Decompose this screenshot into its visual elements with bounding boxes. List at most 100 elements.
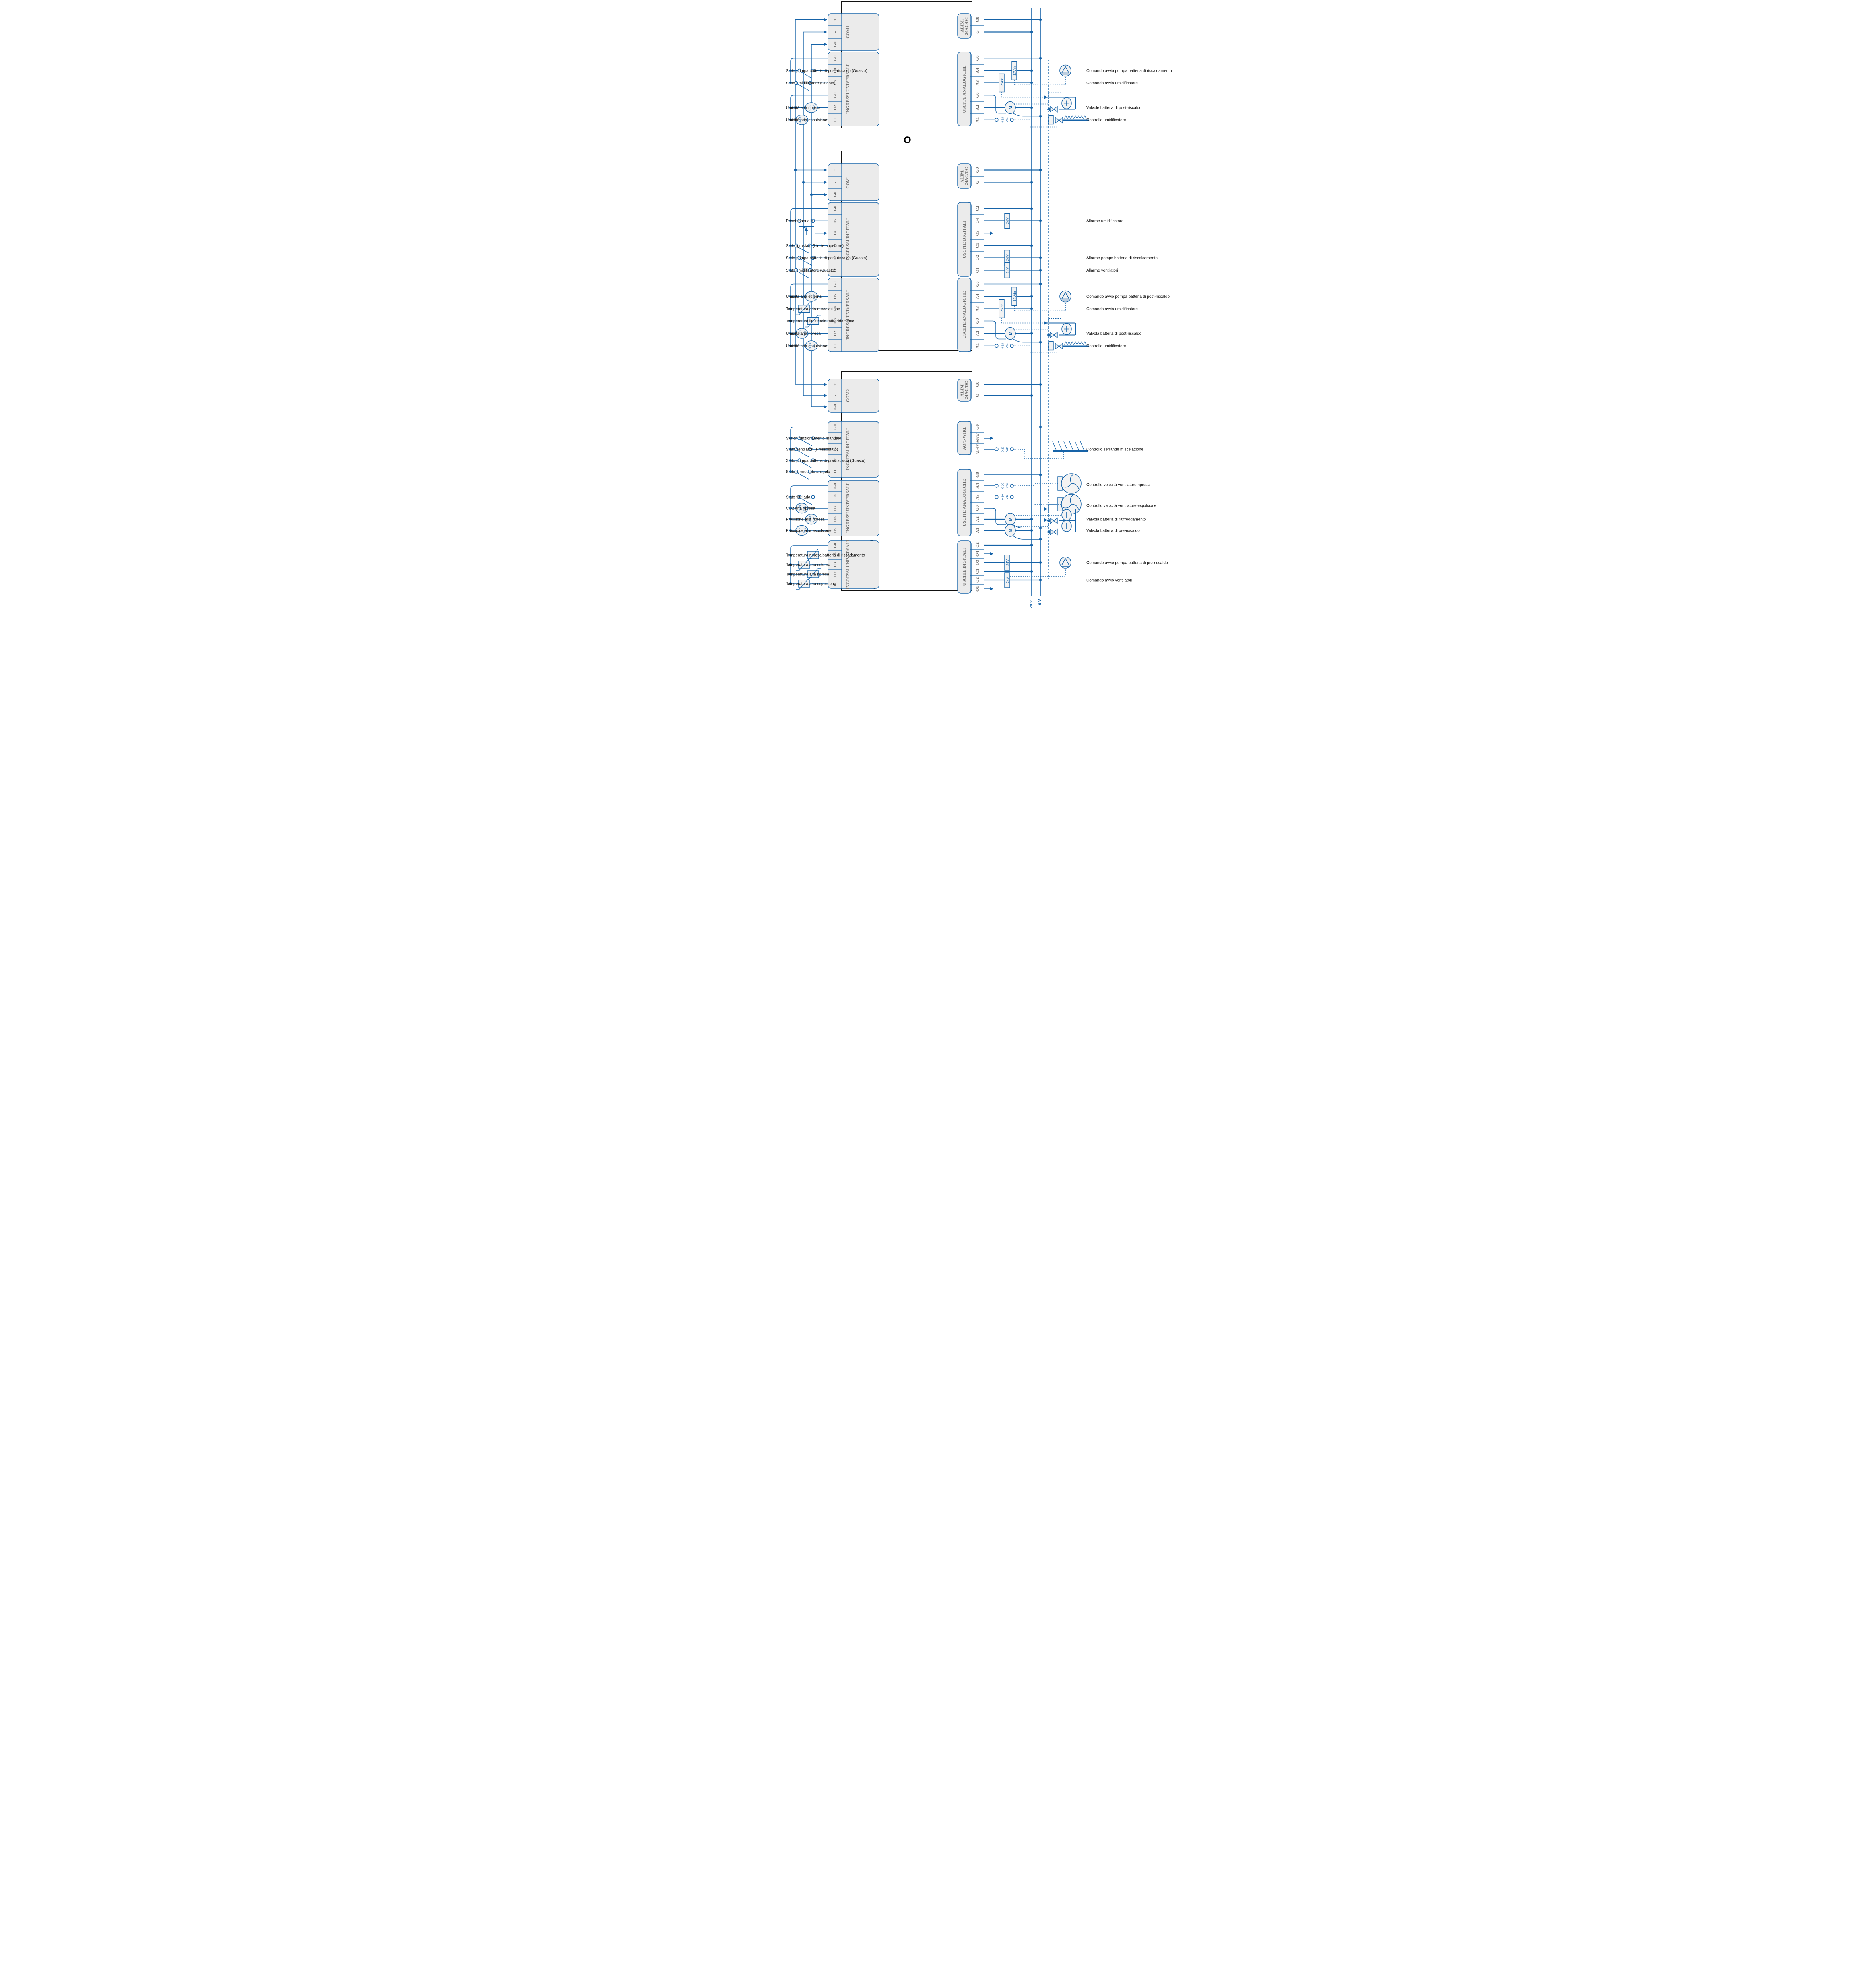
g0-bracket (790, 208, 828, 270)
wire (1013, 449, 1064, 459)
terminal-A3: A3 (975, 80, 980, 85)
group-label: ALIM.24AC/DC (960, 381, 969, 399)
terminal-U6: U6 (833, 516, 838, 522)
terminal-O1: O1 (975, 586, 980, 592)
terminal-A4: A4 (975, 483, 980, 489)
junction-dot (1030, 181, 1033, 184)
junction-dot (1039, 283, 1042, 285)
steam-zigzag-icon (1063, 115, 1087, 119)
terminal-G0: G0 (975, 505, 980, 511)
analog-out-terminal (994, 447, 999, 451)
g0-bracket (790, 58, 828, 83)
switch-contact (797, 495, 801, 499)
junction-dot (1039, 256, 1042, 259)
terminal-I3: I3 (833, 447, 838, 451)
g0-bracket (790, 283, 828, 346)
end: Stato pompa batteria di post-riscaldo (G… (786, 256, 867, 260)
analog-out-terminal (994, 495, 999, 499)
analog-out-terminal (1009, 344, 1014, 348)
relay-box-label: 24V (1005, 577, 1009, 583)
group-label: USCITE ANALOGICHE (962, 479, 967, 526)
terminal-G0: G0 (833, 41, 838, 47)
sensor-0-10vdc-icon (795, 525, 808, 536)
wire (1006, 569, 1066, 577)
wire (1014, 515, 1061, 527)
terminal-U3: U3 (833, 80, 838, 85)
switch-contact (797, 436, 801, 440)
terminal-U4: U4 (833, 552, 838, 558)
junction-dot (1039, 18, 1042, 21)
ntc-diagonal (796, 302, 812, 315)
pushbutton-arrow (804, 227, 808, 231)
switch-contact (794, 243, 798, 248)
terminal-C2: C2 (975, 206, 980, 211)
bus-0v-label: 0 V (1038, 599, 1042, 605)
end: Stato pompa batteria di post-riscaldo (G… (786, 69, 867, 73)
switch-blade (797, 271, 809, 278)
relay-box-label: 24V (1005, 217, 1009, 224)
junction-dot (1030, 332, 1033, 335)
unused-terminal-arrow (989, 587, 993, 591)
terminal-U5: U5 (833, 528, 838, 533)
end: Pressione aria espulsione (786, 529, 832, 533)
end: Umidità aria espulsione (786, 118, 827, 122)
end: Stato filtri aria (786, 495, 811, 500)
fan-blade (1071, 483, 1079, 489)
ntc-diagonal (796, 577, 812, 590)
terminal-G0: G0 (975, 318, 980, 324)
terminal-A4: A4 (975, 293, 980, 299)
damper-blade (1069, 441, 1073, 450)
junction-dot (794, 169, 797, 171)
end: Temperatura aria miscelazione (786, 307, 840, 311)
group-label: INGRESSI DIGITALI (846, 428, 850, 470)
terminal-A3: A3 (975, 494, 980, 500)
label: Comando avvio umidificatore (1086, 307, 1138, 311)
terminal-group (827, 163, 879, 201)
switch-contact (794, 81, 798, 85)
switch-blade (800, 71, 812, 79)
g0-bracket (790, 545, 828, 584)
switch-blade (800, 439, 812, 446)
switch-contact (797, 458, 801, 462)
junction-dot (1039, 473, 1042, 476)
junction-dot (1030, 31, 1033, 33)
group-label: AO/1-WIRE (962, 426, 967, 450)
com-arrow (823, 394, 827, 398)
terminal-C2: C2 (975, 542, 980, 548)
group-label: COM1 (846, 25, 850, 38)
end: Stato umidificatore (Guasto) (786, 268, 836, 273)
pump-icon (1061, 66, 1069, 74)
end: Temperatura aria esterna (786, 563, 830, 567)
terminal-G0: G0 (833, 542, 838, 548)
g0-motor-loop (983, 320, 1006, 340)
com-arrow (823, 382, 827, 386)
sensor-0-10vdc-icon (795, 503, 808, 514)
terminal-A2: A2 (975, 516, 980, 522)
end: Umidità aria ripresa (786, 332, 821, 336)
terminal-group (827, 379, 879, 413)
group-label: INGRESSI DIGITALI (846, 218, 850, 260)
switch-blade (800, 461, 812, 468)
terminal-A3: A3 (975, 306, 980, 311)
end: Temperatura ripresa batteria di riscadam… (786, 553, 865, 558)
switch-blade (797, 246, 809, 254)
valve-icon (1053, 106, 1058, 113)
wire (1014, 504, 1061, 516)
label: Valvola batteria di post-riscaldo (1086, 332, 1142, 336)
terminal-I2: I2 (833, 458, 838, 462)
terminal-G0: G0 (833, 424, 838, 430)
analog-out-terminal (1009, 495, 1014, 499)
group-label: USCITE DIGITALI (962, 548, 967, 586)
humidifier-tank-icon (1048, 115, 1054, 125)
analog-out-terminal (994, 344, 999, 348)
sensor-0-10vdc-icon (805, 514, 818, 525)
switch-contact (794, 470, 798, 474)
pump-icon (1059, 64, 1071, 77)
switch-blade (797, 450, 809, 457)
switch-contact (794, 447, 798, 451)
terminal-A1: A1 (975, 117, 980, 122)
sensor-0-10vdc-icon (805, 291, 818, 302)
label: Comando avvio pompa batteria di post-ris… (1086, 295, 1170, 299)
